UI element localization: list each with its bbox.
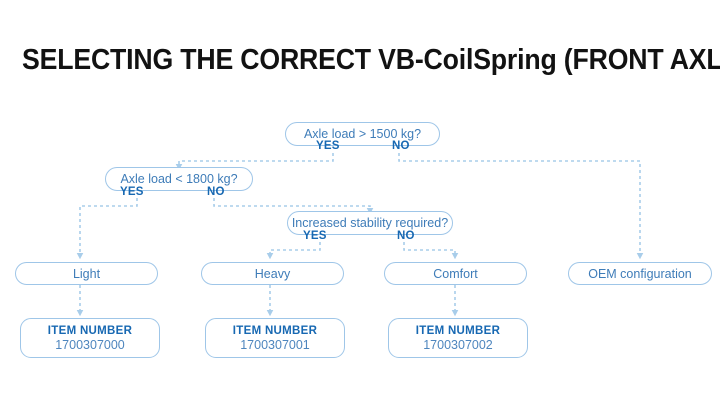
decision-node-increased-stability[interactable]: Increased stability required?: [287, 211, 453, 235]
result-node-light[interactable]: Light: [15, 262, 158, 285]
item-number-value: 1700307002: [423, 337, 493, 352]
item-number-value: 1700307001: [240, 337, 310, 352]
page-title: SELECTING THE CORRECT VB-CoilSpring (FRO…: [22, 44, 720, 76]
result-node-comfort[interactable]: Comfort: [384, 262, 527, 285]
item-number-box-heavy[interactable]: ITEM NUMBER 1700307001: [205, 318, 345, 358]
result-node-heavy[interactable]: Heavy: [201, 262, 344, 285]
branch-label-d2-yes: YES: [120, 186, 144, 198]
decision-label: Increased stability required?: [291, 216, 449, 230]
result-label: Heavy: [254, 266, 291, 281]
branch-label-d1-yes: YES: [316, 140, 340, 152]
branch-label-d1-no: NO: [392, 140, 410, 152]
decision-node-axle-load-1500[interactable]: Axle load > 1500 kg?: [285, 122, 440, 146]
item-number-title: ITEM NUMBER: [232, 324, 318, 337]
branch-label-d3-yes: YES: [303, 230, 327, 242]
result-label: OEM configuration: [588, 266, 692, 281]
item-number-title: ITEM NUMBER: [47, 324, 133, 337]
item-number-title: ITEM NUMBER: [415, 324, 501, 337]
item-number-box-light[interactable]: ITEM NUMBER 1700307000: [20, 318, 160, 358]
decision-label: Axle load < 1800 kg?: [120, 172, 238, 186]
item-number-value: 1700307000: [55, 337, 125, 352]
result-node-oem-configuration[interactable]: OEM configuration: [568, 262, 712, 285]
branch-label-d2-no: NO: [207, 186, 225, 198]
result-label: Light: [72, 266, 101, 281]
result-label: Comfort: [433, 266, 478, 281]
item-number-box-comfort[interactable]: ITEM NUMBER 1700307002: [388, 318, 528, 358]
decision-node-axle-load-1800[interactable]: Axle load < 1800 kg?: [105, 167, 253, 191]
branch-label-d3-no: NO: [397, 230, 415, 242]
decision-label: Axle load > 1500 kg?: [303, 127, 422, 141]
